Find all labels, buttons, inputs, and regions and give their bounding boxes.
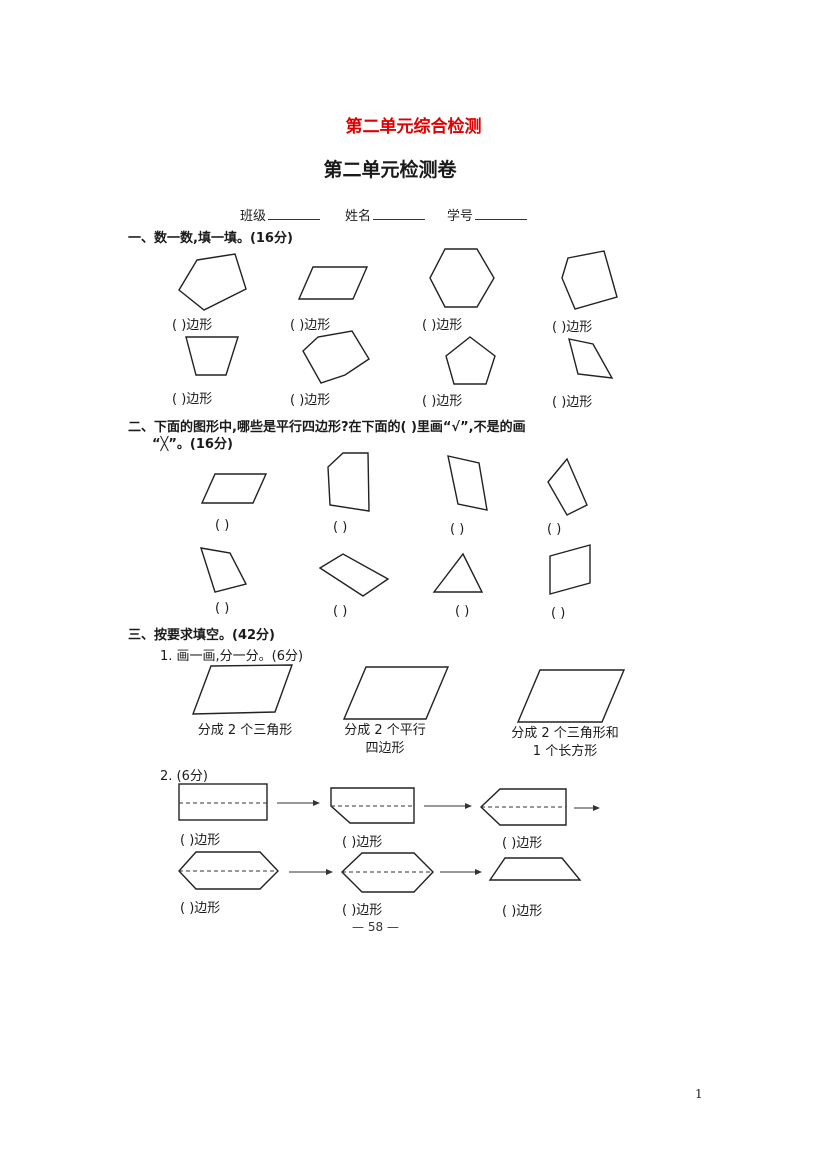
number-blank (475, 207, 528, 220)
parallelogram-shape (318, 553, 390, 597)
section2-heading: 二、下面的图形中,哪些是平行四边形?在下面的( )里画“√”,不是的画 (128, 420, 526, 435)
trapezoid-shape (327, 452, 370, 512)
name-field: 姓名 (345, 205, 426, 224)
shape-caption: ( )边形 (552, 320, 593, 335)
arrow-icon (475, 869, 482, 875)
rectangle-strip-shape (178, 783, 268, 821)
answer-blank: ( ) (547, 522, 562, 537)
parallelogram-shape (342, 666, 450, 720)
hexagon-shape (429, 248, 495, 308)
trapezoid-shape (185, 336, 239, 376)
fold-caption: ( )边形 (180, 833, 221, 848)
parallelogram-shape (516, 669, 626, 723)
name-blank (373, 207, 426, 220)
fold-caption: ( )边形 (342, 835, 383, 850)
arrow-icon (326, 869, 333, 875)
caption-line: 1 个长方形 (532, 744, 598, 759)
quadrilateral-shape (568, 338, 614, 379)
kite-shape (547, 457, 588, 516)
caption-line: 分成 2 个三角形和 (511, 726, 619, 741)
shape-caption: ( )边形 (290, 318, 331, 333)
section3-heading: 三、按要求填空。(42分) (128, 628, 275, 643)
fold-caption: ( )边形 (180, 901, 221, 916)
section1-heading: 一、数一数,填一填。(16分) (128, 231, 293, 246)
folded-strip-shape (330, 787, 415, 824)
footer-page-number: 1 (695, 1087, 703, 1101)
triangle-shape (432, 552, 484, 593)
quadrilateral-shape (199, 547, 248, 593)
question1-label: 1. 画一画,分一分。(6分) (160, 649, 304, 664)
shape-caption: ( )边形 (422, 318, 463, 333)
shape-caption: ( )边形 (552, 395, 593, 410)
folded-strip-shape (479, 788, 567, 826)
caption-line: 分成 2 个三角形 (197, 723, 293, 738)
class-label: 班级 (240, 209, 267, 224)
caption-line: 分成 2 个平行 (344, 723, 426, 738)
name-label: 姓名 (345, 209, 372, 224)
parallelogram-shape (297, 266, 369, 300)
answer-blank: ( ) (333, 604, 348, 619)
page-number: — 58 — (352, 920, 399, 934)
arrow-icon (593, 805, 600, 811)
fold-caption: ( )边形 (342, 903, 383, 918)
class-blank (268, 207, 321, 220)
answer-blank: ( ) (551, 606, 566, 621)
parallelogram-shape (200, 473, 268, 504)
arrow-icon (313, 800, 320, 806)
pentagon-shape (445, 336, 496, 385)
class-field: 班级 (240, 205, 321, 224)
division-caption: 分成 2 个平行 四边形 (330, 722, 440, 758)
division-caption: 分成 2 个三角形和 1 个长方形 (495, 725, 635, 761)
answer-blank: ( ) (455, 604, 470, 619)
shape-caption: ( )边形 (290, 393, 331, 408)
parallelogram-shape (549, 544, 591, 595)
answer-blank: ( ) (450, 522, 465, 537)
parallelogram-shape (191, 664, 294, 715)
number-field: 学号 (447, 205, 528, 224)
shape-caption: ( )边形 (172, 318, 213, 333)
document-title: 第二单元综合检测 (345, 117, 482, 137)
answer-blank: ( ) (215, 518, 230, 533)
shape-caption: ( )边形 (172, 392, 213, 407)
fold-caption: ( )边形 (502, 904, 543, 919)
arrow-icon (465, 803, 472, 809)
trapezoid-shape (488, 857, 582, 881)
pentagon-shape (561, 250, 618, 310)
hexagon-shape (302, 330, 370, 384)
question2-label: 2. (6分) (160, 769, 208, 784)
caption-line: 四边形 (365, 741, 405, 756)
worksheet-title: 第二单元检测卷 (323, 159, 457, 181)
pentagon-shape (178, 253, 247, 311)
answer-blank: ( ) (333, 520, 348, 535)
answer-blank: ( ) (215, 601, 230, 616)
shape-caption: ( )边形 (422, 394, 463, 409)
division-caption: 分成 2 个三角形 (185, 722, 305, 740)
fold-caption: ( )边形 (502, 836, 543, 851)
number-label: 学号 (447, 209, 474, 224)
section2-heading-cont: “╳”。(16分) (152, 437, 233, 452)
parallelogram-shape (447, 455, 488, 511)
